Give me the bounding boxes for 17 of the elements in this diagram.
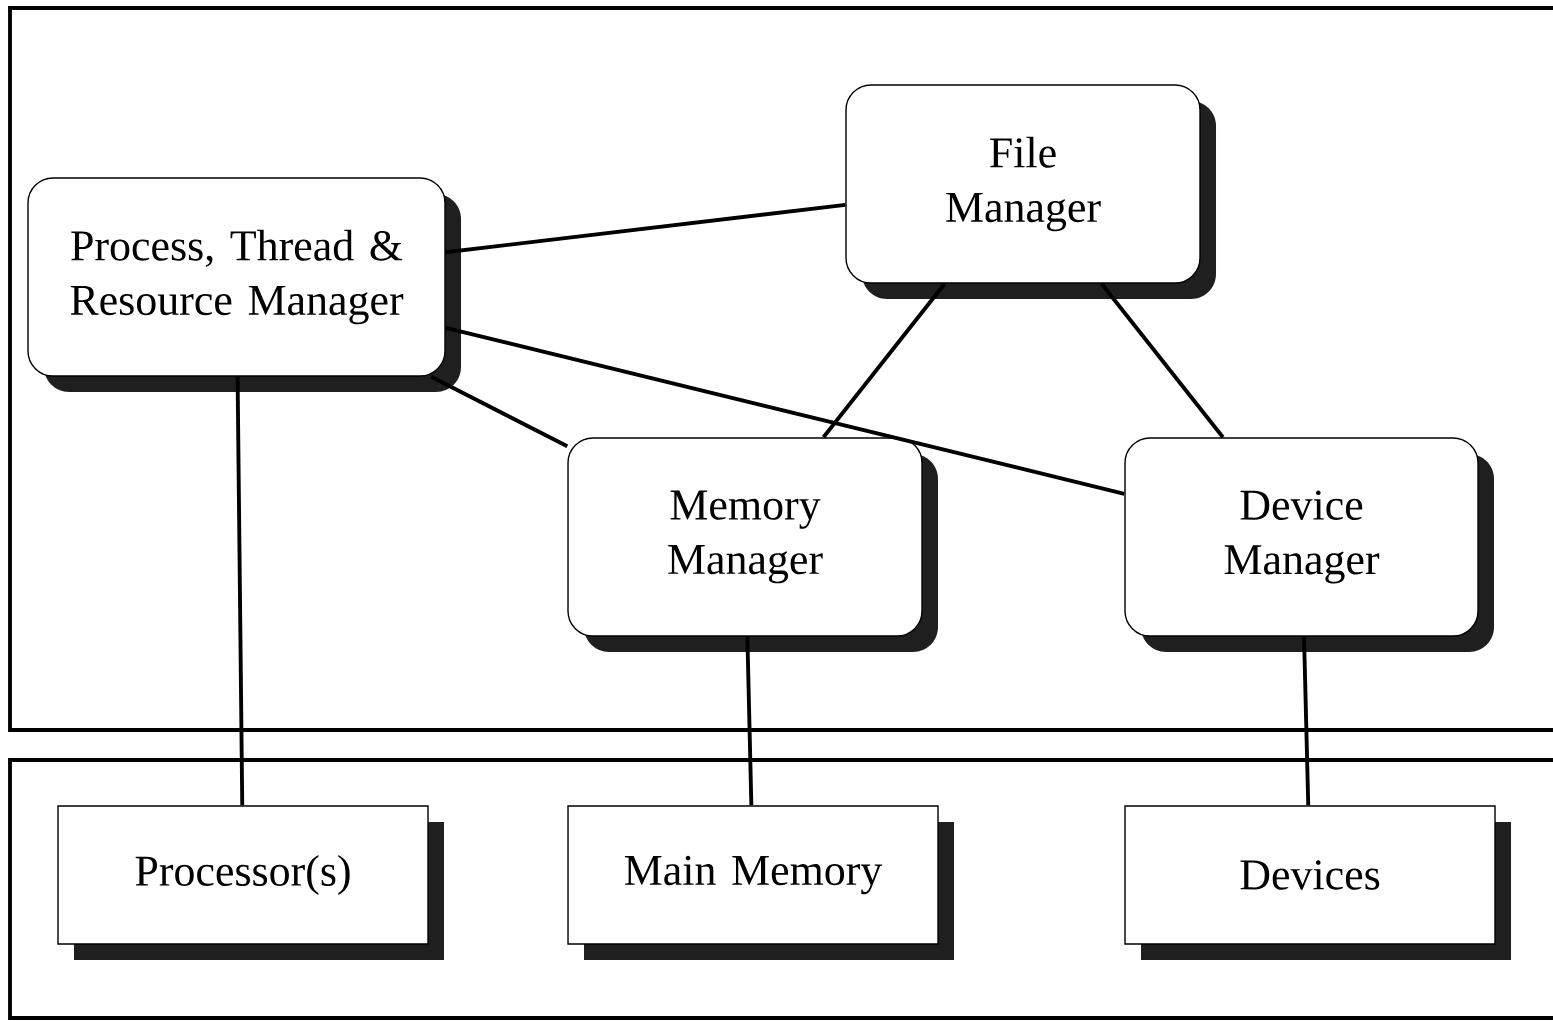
connector-line — [430, 374, 569, 449]
layer-band — [8, 6, 1553, 732]
connector-line — [1302, 636, 1311, 806]
manager-box: Device Manager — [1124, 437, 1494, 652]
connector-line — [745, 636, 754, 806]
hardware-box: Main Memory — [567, 805, 954, 960]
connector-line — [821, 282, 947, 439]
manager-box: Process, Thread & Resource Manager — [27, 177, 461, 392]
connector-line — [445, 203, 846, 255]
connector-line — [445, 325, 1125, 496]
connector-line — [1100, 282, 1225, 439]
hardware-box: Devices — [1124, 805, 1511, 960]
hardware-box: Processor(s) — [57, 805, 444, 960]
layer-band — [8, 758, 1553, 1020]
connector-line — [235, 376, 245, 806]
manager-box: Memory Manager — [567, 437, 938, 652]
manager-box: File Manager — [845, 84, 1216, 299]
